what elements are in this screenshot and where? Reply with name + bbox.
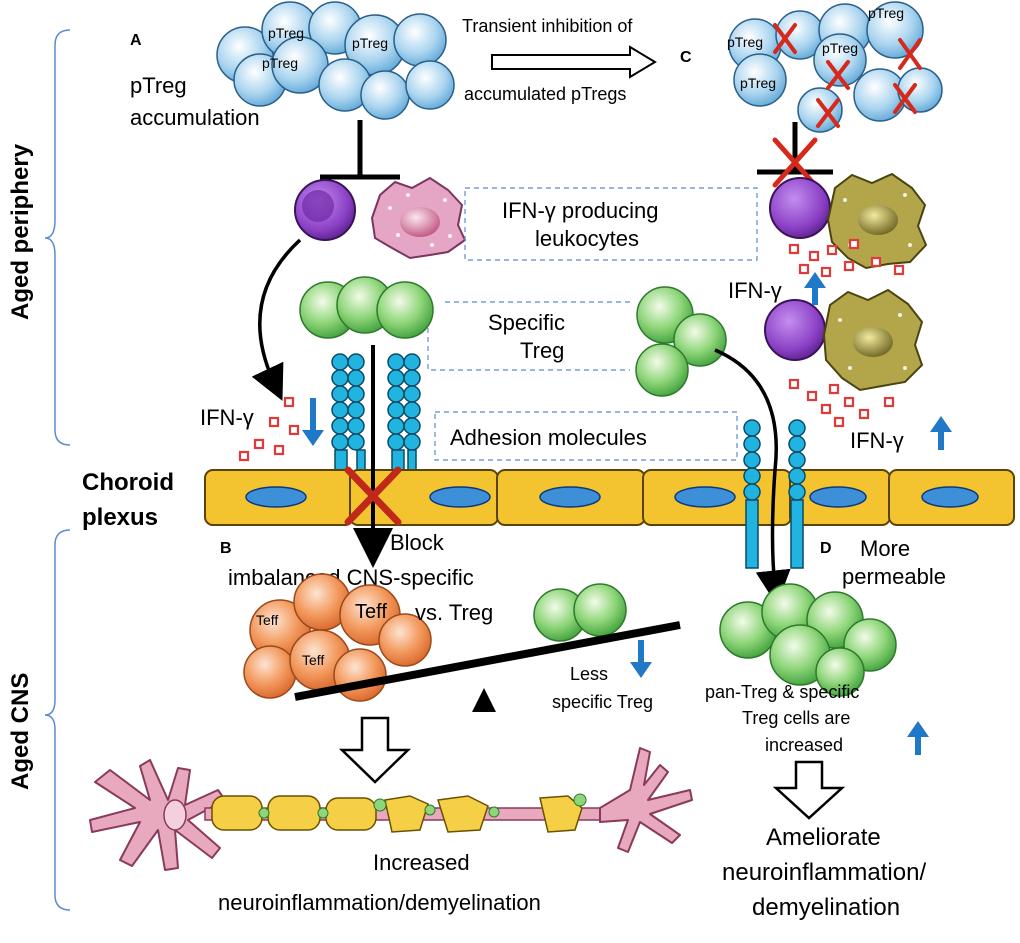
leukocyte-to-ifn-arrow: [251, 238, 302, 401]
myelin-sheaths: [211, 795, 583, 833]
less-treg-down-arrow: [630, 640, 652, 678]
label-aged-periphery: Aged periphery: [7, 143, 34, 320]
panel-c-letter: C: [680, 49, 692, 66]
ameliorate-line1: Ameliorate: [766, 824, 881, 851]
transient-arrow: [491, 45, 657, 79]
more-permeable-line2: permeable: [842, 564, 946, 589]
periphery-bracket: [44, 29, 71, 446]
specific-treg-line1: Specific: [488, 310, 565, 335]
pan-treg-line3: increased: [765, 735, 843, 755]
ptreg-cluster-a: [216, 1, 455, 120]
ifn-leukocytes-line1: IFN-γ producing: [502, 198, 659, 223]
less-treg-line1: Less: [570, 664, 608, 684]
specific-treg-cluster-d: [635, 286, 727, 397]
treg-cluster-b: [533, 583, 627, 642]
label-aged-cns: Aged CNS: [7, 673, 34, 790]
pan-treg-line1: pan-Treg & specific: [705, 682, 859, 702]
specific-treg-line2: Treg: [520, 338, 564, 363]
ptreg-cell-label: pTreg: [727, 34, 763, 50]
adhesion-box: [434, 411, 738, 461]
less-treg-line2: specific Treg: [552, 692, 653, 712]
transient-line2: accumulated pTregs: [464, 84, 626, 104]
ifn-up-arrow-right-lower: [930, 416, 952, 450]
more-permeable-line1: More: [860, 536, 910, 561]
ptreg-cell-label: pTreg: [268, 25, 304, 41]
imbalanced-label: imbalanced CNS-specific: [228, 565, 474, 590]
panel-d-letter: D: [820, 540, 832, 557]
ifn-up-arrow-right-upper: [804, 272, 826, 305]
block-label: Block: [390, 530, 445, 555]
ptreg-cell-label: pTreg: [822, 40, 858, 56]
increased-line2: neuroinflammation/demyelination: [218, 890, 541, 915]
ameliorate-line3: demyelination: [752, 894, 900, 921]
teff-cell-label-large: Teff: [355, 601, 387, 623]
depletion-crosses: [773, 23, 922, 128]
treg-cluster-d: [719, 583, 897, 697]
ifn-particles-right-upper: [788, 238, 905, 278]
cns-bracket: [44, 529, 71, 911]
increased-line1: Increased: [373, 850, 470, 875]
pan-treg-line2: Treg cells are: [742, 708, 850, 728]
ifn-label-left: IFN-γ: [200, 405, 254, 430]
specific-treg-box: [427, 301, 630, 371]
purple-leukocyte-nucleus: [302, 190, 334, 222]
panel-a-letter: A: [130, 32, 142, 49]
neuron: [89, 747, 693, 871]
ptreg-cluster-c: [728, 1, 943, 133]
teff-cell-label: Teff: [302, 652, 324, 668]
purple-leukocyte-c2: [764, 299, 826, 361]
adhesion-molecules-label: Adhesion molecules: [450, 425, 647, 450]
inhibit-symbol-a: [320, 120, 400, 180]
ptreg-cell-label: pTreg: [352, 35, 388, 51]
ifn-leukocytes-line2: leukocytes: [535, 226, 639, 251]
ifn-down-arrow-left: [302, 398, 324, 446]
pink-macrophage-nucleus: [400, 207, 440, 237]
olive-macrophage-nucleus: [853, 327, 893, 357]
seesaw-beam: [294, 621, 681, 701]
ifn-label-right-upper: IFN-γ: [728, 278, 782, 303]
ameliorate-line2: neuroinflammation/: [722, 859, 926, 886]
vs-treg-label: vs. Treg: [415, 600, 493, 625]
olive-macrophage-nucleus: [858, 205, 898, 235]
purple-leukocyte-c1: [769, 177, 831, 239]
ptreg-accum-line2: accumulation: [130, 105, 260, 130]
choroid-line1: Choroid: [82, 469, 174, 496]
teff-cluster: [243, 573, 432, 702]
treg-migration-arrow: [714, 348, 791, 606]
ptreg-cell-label: pTreg: [262, 55, 298, 71]
inhibit-cross-c: [772, 137, 818, 188]
ptreg-cell-label: pTreg: [740, 75, 776, 91]
hollow-arrow-d: [772, 760, 846, 820]
ptreg-accum-line1: pTreg: [130, 73, 187, 98]
ifn-leukocyte-box: [464, 187, 758, 261]
choroid-epithelium: [204, 469, 1015, 526]
ifn-particles-left: [238, 396, 300, 462]
hollow-arrow-b: [338, 716, 412, 784]
neuron-nucleus: [163, 799, 187, 831]
seesaw-fulcrum: [472, 688, 496, 712]
adhesion-chains-d: [743, 419, 806, 569]
pan-treg-up-arrow: [907, 721, 929, 755]
ifn-label-right-lower: IFN-γ: [850, 428, 904, 453]
teff-cell-label: Teff: [256, 612, 278, 628]
epithelial-nuclei: [245, 486, 979, 508]
block-cross: [344, 466, 402, 526]
transient-line1: Transient inhibition of: [462, 16, 633, 36]
specific-treg-cluster-a: [299, 276, 434, 339]
choroid-line2: plexus: [82, 504, 158, 531]
panel-b-letter: B: [220, 540, 232, 557]
ifn-particles-right-lower: [788, 378, 895, 428]
ptreg-cell-label: pTreg: [868, 5, 904, 21]
